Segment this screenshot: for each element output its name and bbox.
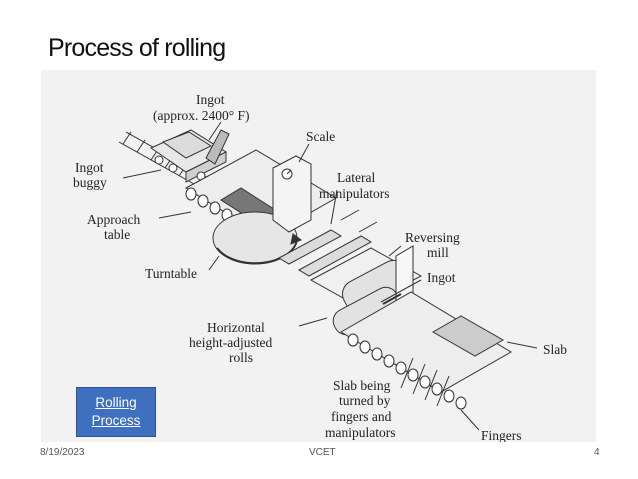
label-lateral-1: Lateral (337, 170, 375, 185)
label-ingot-top-2: (approx. 2400° F) (153, 108, 250, 123)
rolling-diagram-drawing: Ingot (approx. 2400° F) Scale Ingot bugg… (73, 92, 567, 442)
label-reversing-2: mill (427, 245, 449, 260)
label-scale: Scale (306, 129, 335, 144)
label-slab: Slab (543, 342, 567, 357)
leader-lines (122, 121, 538, 431)
rolling-process-link[interactable]: Rolling Process (76, 387, 156, 437)
footer-center: VCET (309, 447, 336, 458)
label-approach-2: table (104, 227, 130, 242)
footer-page-number: 4 (594, 447, 600, 458)
rolling-process-link-line1[interactable]: Rolling (95, 395, 137, 410)
label-horizontal-2: height-adjusted (189, 335, 272, 350)
label-lateral-2: manipulators (319, 186, 390, 201)
label-slab-turned-1: Slab being (333, 378, 391, 393)
label-turntable: Turntable (145, 266, 197, 281)
ingot-buggy (149, 129, 230, 187)
slide-title: Process of rolling (48, 34, 226, 62)
label-slab-turned-4: manipulators (325, 425, 396, 440)
label-slab-turned-2: turned by (339, 393, 391, 408)
label-ingot-buggy-1: Ingot (75, 160, 104, 175)
label-approach-1: Approach (87, 212, 140, 227)
label-horizontal-3: rolls (229, 350, 253, 365)
label-fingers: Fingers (481, 428, 522, 442)
lateral-manipulators (277, 209, 378, 277)
label-ingot-buggy-2: buggy (73, 175, 107, 190)
turntable (212, 211, 303, 265)
slab-with-fingers (400, 315, 505, 407)
footer-date: 8/19/2023 (40, 447, 85, 458)
label-reversing-1: Reversing (405, 230, 460, 245)
label-horizontal-1: Horizontal (207, 320, 265, 335)
rolling-process-diagram: Ingot (approx. 2400° F) Scale Ingot bugg… (41, 70, 596, 442)
label-ingot-mid: Ingot (427, 270, 456, 285)
label-ingot-top-1: Ingot (196, 92, 225, 107)
scale (272, 155, 312, 233)
label-slab-turned-3: fingers and (331, 409, 392, 424)
rolling-process-link-line2[interactable]: Process (91, 413, 141, 428)
